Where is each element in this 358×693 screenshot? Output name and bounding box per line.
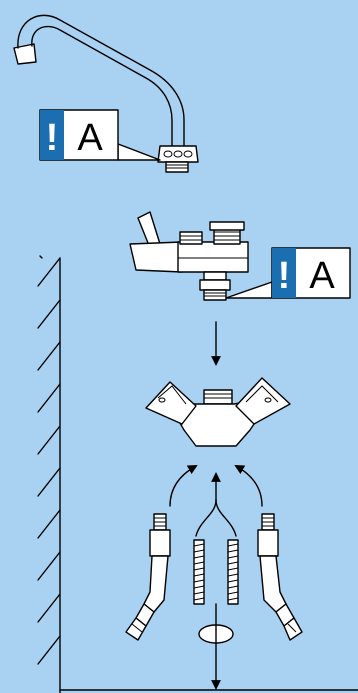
outlet-thread bbox=[203, 289, 227, 301]
spout-nut bbox=[157, 145, 199, 163]
bracket-elbow-left bbox=[145, 381, 197, 425]
warning-label-top: ! A bbox=[39, 109, 161, 161]
faucet-body bbox=[129, 211, 249, 301]
bracket-elbow-right bbox=[235, 377, 291, 425]
label-pointer-top bbox=[117, 143, 161, 161]
body-cylinder bbox=[177, 241, 249, 273]
spout-tube-outer bbox=[17, 14, 185, 147]
outlet-nut bbox=[199, 279, 231, 291]
warning-box-top bbox=[40, 110, 64, 160]
bracket-thread bbox=[203, 389, 233, 405]
body-housing-left bbox=[129, 241, 183, 273]
label-letter-middle: A bbox=[309, 255, 335, 297]
label-letter-top: A bbox=[77, 117, 103, 159]
outlet-neck bbox=[203, 271, 227, 281]
curved-arrow-icon bbox=[169, 465, 198, 507]
wall-bracket bbox=[145, 377, 291, 447]
wall-hatching bbox=[37, 257, 61, 665]
spout-thread bbox=[165, 161, 189, 173]
warning-label-middle: ! A bbox=[225, 247, 351, 299]
center-arrow-branch-left bbox=[195, 499, 217, 537]
threaded-nipple-right bbox=[227, 539, 239, 605]
threaded-nipples bbox=[193, 539, 239, 605]
top-inlet-left bbox=[179, 231, 203, 245]
warning-exclamation-icon: ! bbox=[46, 117, 59, 159]
warning-exclamation-icon: ! bbox=[278, 255, 291, 297]
spout-nozzle bbox=[13, 43, 37, 65]
spout-tube-inner bbox=[31, 25, 173, 147]
wall bbox=[37, 255, 358, 693]
assembly-arrows bbox=[169, 465, 263, 537]
label-pointer-middle bbox=[225, 281, 273, 299]
warning-box-middle bbox=[272, 248, 296, 298]
curved-arrow-icon bbox=[234, 465, 263, 507]
center-arrow-branch-right bbox=[215, 499, 237, 537]
spout bbox=[13, 14, 199, 173]
threaded-nipple-left bbox=[193, 539, 205, 605]
flex-hose-right bbox=[257, 513, 303, 641]
flex-hose-left bbox=[125, 513, 171, 641]
